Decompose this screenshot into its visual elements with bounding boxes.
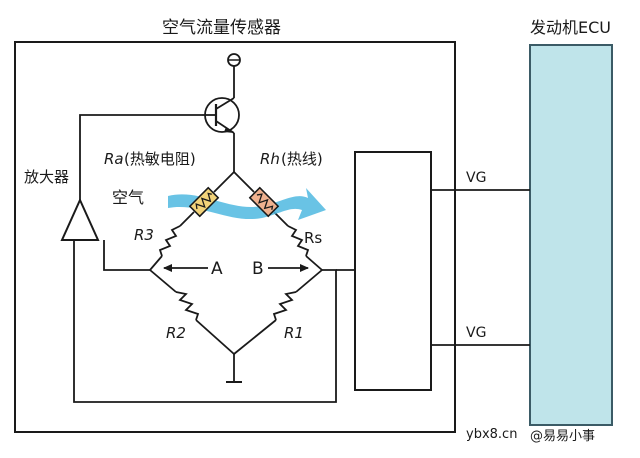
signal-block [354,151,432,391]
air-label: 空气 [112,188,144,207]
r3-label: R3 [134,226,154,244]
node-b-label: B [252,259,264,279]
sensor-title: 空气流量传感器 [162,18,281,38]
vg-top-label: VG [466,170,486,186]
sensor-enclosure [14,41,456,433]
transistor [202,97,240,134]
watermark-right: @易易小事 [530,429,595,444]
resistor-r3 [158,225,181,257]
watermark-left: ybx8.cn [466,427,517,442]
amplifier-symbol [60,197,100,241]
ecu-title: 发动机ECU [530,18,611,37]
vg-bottom-label: VG [466,325,486,341]
r2-label: R2 [166,324,186,342]
resistor-r1 [272,291,297,321]
ra-label-rest: (热敏电阻) [124,150,196,168]
rh-label-rest: (热线) [281,150,323,168]
resistor-rs [287,225,310,257]
amplifier-label: 放大器 [24,168,69,186]
ra-label-italic: Ra [104,150,124,168]
r1-label: R1 [284,324,304,342]
ecu-block [529,44,613,426]
resistor-r2 [175,291,200,321]
node-a-label: A [211,259,223,279]
rs-label: Rs [304,229,322,247]
rh-label-italic: Rh [260,150,280,168]
